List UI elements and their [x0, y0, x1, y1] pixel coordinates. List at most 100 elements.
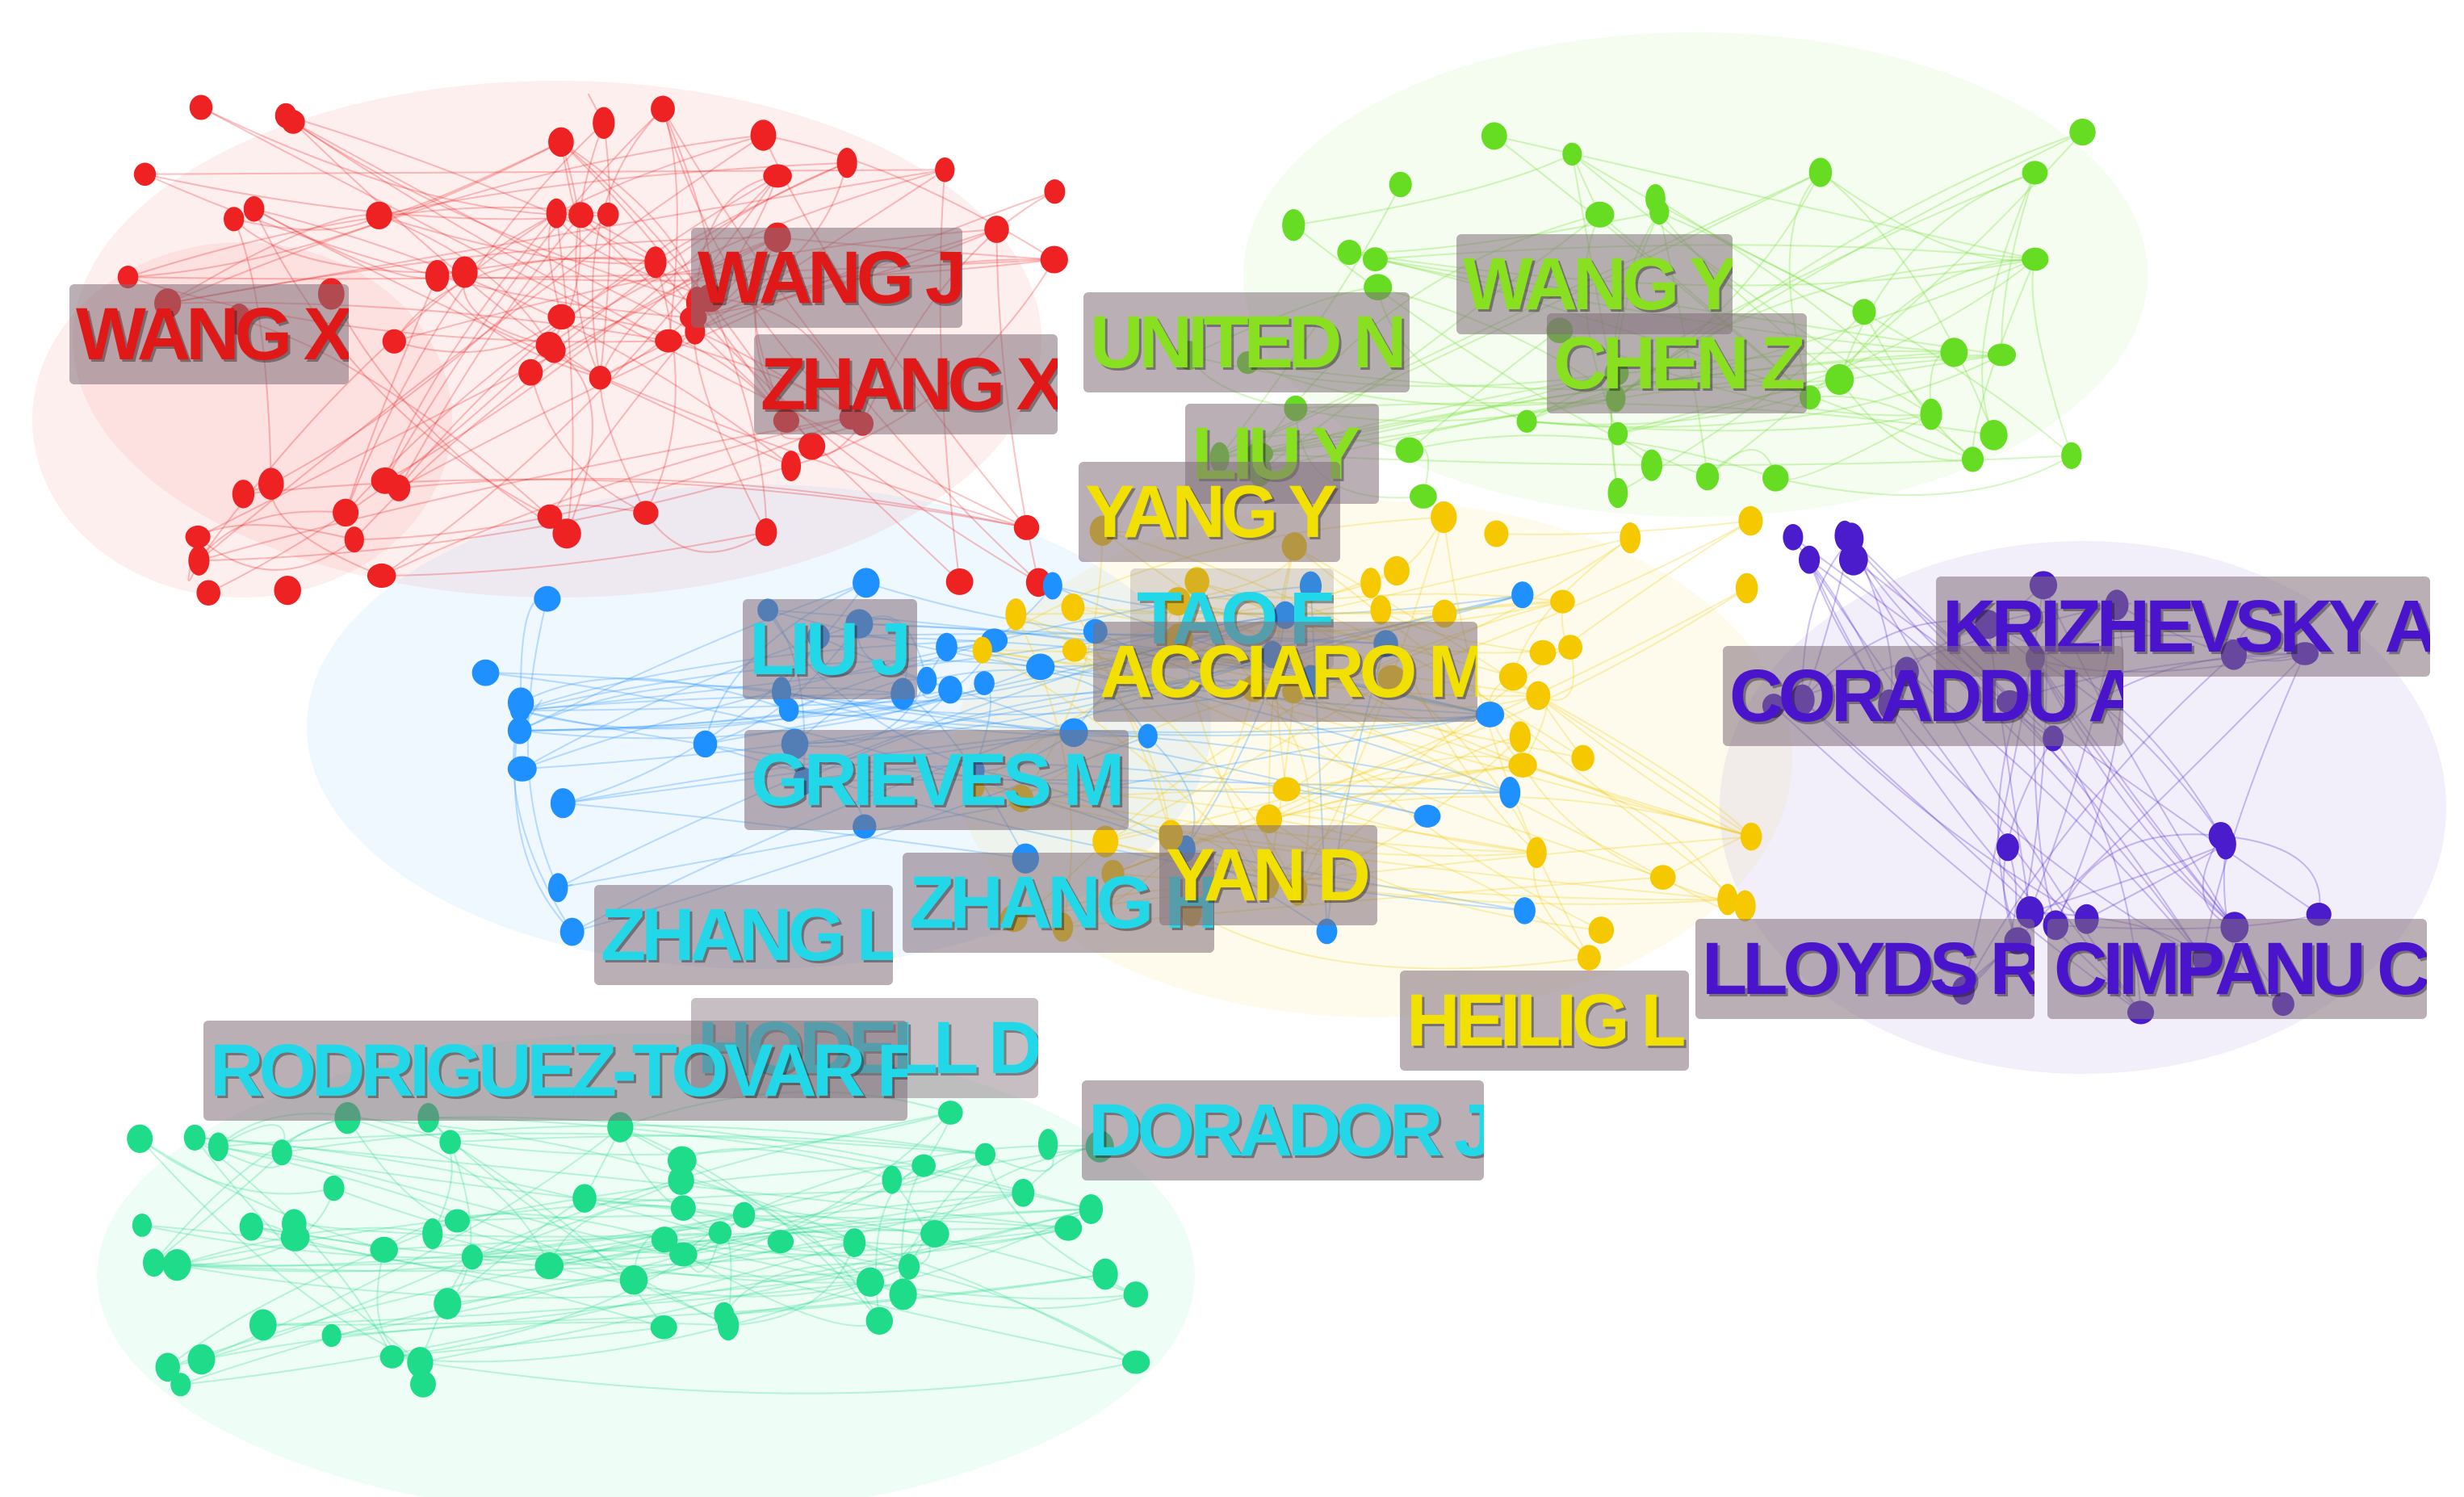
cyan-node[interactable]	[693, 730, 718, 758]
red-node[interactable]	[117, 266, 139, 289]
mint-node[interactable]	[619, 1264, 648, 1295]
mint-node[interactable]	[249, 1309, 277, 1341]
mint-node[interactable]	[183, 1124, 206, 1151]
mint-node[interactable]	[670, 1195, 696, 1221]
mint-node[interactable]	[370, 1236, 398, 1263]
violet-node[interactable]	[1783, 523, 1804, 551]
mint-node[interactable]	[444, 1209, 471, 1233]
mint-node[interactable]	[127, 1124, 153, 1153]
cyan-node[interactable]	[974, 671, 995, 696]
green-node[interactable]	[1980, 419, 2008, 451]
red-node[interactable]	[366, 201, 392, 230]
cyan-node[interactable]	[559, 917, 585, 946]
mint-node[interactable]	[239, 1212, 263, 1241]
red-node[interactable]	[644, 246, 667, 279]
cyan-node[interactable]	[547, 873, 568, 903]
label-lloyds-r[interactable]: LLOYDS R	[1695, 919, 2034, 1019]
green-node[interactable]	[2061, 442, 2082, 469]
green-node[interactable]	[1695, 463, 1720, 491]
green-node[interactable]	[2022, 161, 2048, 185]
green-node[interactable]	[1645, 183, 1666, 214]
green-node[interactable]	[1481, 122, 1507, 150]
red-node[interactable]	[1013, 514, 1040, 540]
yellow-node[interactable]	[1550, 589, 1575, 614]
green-node[interactable]	[1516, 409, 1537, 433]
mint-node[interactable]	[280, 1223, 310, 1252]
violet-node[interactable]	[2215, 828, 2236, 860]
mint-node[interactable]	[843, 1228, 866, 1258]
yellow-node[interactable]	[1508, 753, 1537, 778]
green-node[interactable]	[1940, 338, 1968, 367]
violet-node[interactable]	[1996, 833, 2019, 862]
mint-node[interactable]	[434, 1288, 462, 1320]
mint-node[interactable]	[1079, 1193, 1104, 1225]
green-node[interactable]	[1852, 299, 1876, 325]
violet-node[interactable]	[1834, 520, 1855, 551]
mint-node[interactable]	[1121, 1350, 1150, 1374]
label-chen-z[interactable]: CHEN Z	[1547, 313, 1807, 413]
label-liu-j[interactable]: LIU J	[743, 599, 917, 699]
green-node[interactable]	[1825, 363, 1854, 396]
red-node[interactable]	[243, 196, 265, 222]
yellow-node[interactable]	[1184, 567, 1209, 597]
mint-node[interactable]	[650, 1315, 677, 1340]
red-node[interactable]	[597, 202, 619, 227]
red-node[interactable]	[935, 157, 955, 182]
mint-node[interactable]	[856, 1267, 885, 1298]
yellow-node[interactable]	[1529, 639, 1557, 665]
mint-node[interactable]	[207, 1132, 229, 1162]
red-node[interactable]	[763, 164, 792, 188]
green-node[interactable]	[1562, 142, 1582, 166]
mint-node[interactable]	[323, 1175, 345, 1201]
cyan-node[interactable]	[507, 717, 532, 744]
green-node[interactable]	[1395, 437, 1424, 463]
red-node[interactable]	[274, 575, 301, 606]
mint-node[interactable]	[439, 1130, 461, 1155]
green-node[interactable]	[2022, 247, 2049, 271]
red-node[interactable]	[1040, 245, 1068, 274]
mint-node[interactable]	[1092, 1258, 1118, 1290]
yellow-node[interactable]	[1577, 945, 1601, 971]
red-node[interactable]	[258, 468, 284, 501]
red-node[interactable]	[547, 304, 576, 330]
mint-node[interactable]	[937, 1101, 963, 1125]
red-node[interactable]	[133, 162, 157, 187]
mint-node[interactable]	[1012, 1178, 1035, 1207]
red-node[interactable]	[593, 107, 615, 140]
yellow-node[interactable]	[1620, 522, 1641, 554]
red-node[interactable]	[568, 202, 594, 229]
red-node[interactable]	[344, 526, 364, 553]
label-wang-j[interactable]: WANG J	[691, 228, 962, 328]
yellow-node[interactable]	[1498, 662, 1527, 691]
yellow-node[interactable]	[1432, 599, 1457, 628]
green-node[interactable]	[1585, 201, 1615, 228]
yellow-node[interactable]	[1431, 501, 1457, 534]
yellow-node[interactable]	[1384, 556, 1410, 586]
label-wang-x[interactable]: WANG X	[69, 284, 349, 384]
mint-node[interactable]	[882, 1165, 903, 1194]
mint-node[interactable]	[162, 1249, 191, 1281]
mint-node[interactable]	[974, 1143, 996, 1166]
mint-node[interactable]	[271, 1139, 292, 1166]
green-node[interactable]	[1410, 484, 1437, 509]
green-node[interactable]	[2069, 118, 2096, 146]
red-node[interactable]	[333, 498, 359, 527]
red-node[interactable]	[185, 525, 211, 548]
green-node[interactable]	[1607, 477, 1628, 509]
green-node[interactable]	[1362, 247, 1388, 271]
red-node[interactable]	[196, 580, 221, 606]
red-node[interactable]	[633, 501, 659, 525]
mint-node[interactable]	[865, 1306, 894, 1335]
cyan-node[interactable]	[1138, 723, 1158, 748]
yellow-node[interactable]	[1272, 777, 1301, 802]
mint-node[interactable]	[911, 1154, 936, 1177]
cyan-node[interactable]	[1475, 701, 1505, 728]
mint-node[interactable]	[379, 1345, 404, 1369]
cyan-node[interactable]	[936, 632, 958, 662]
yellow-node[interactable]	[1062, 638, 1087, 662]
cyan-node[interactable]	[916, 666, 937, 694]
red-node[interactable]	[189, 94, 213, 120]
yellow-node[interactable]	[1558, 635, 1583, 660]
cyan-node[interactable]	[534, 585, 561, 612]
mint-node[interactable]	[572, 1184, 597, 1213]
